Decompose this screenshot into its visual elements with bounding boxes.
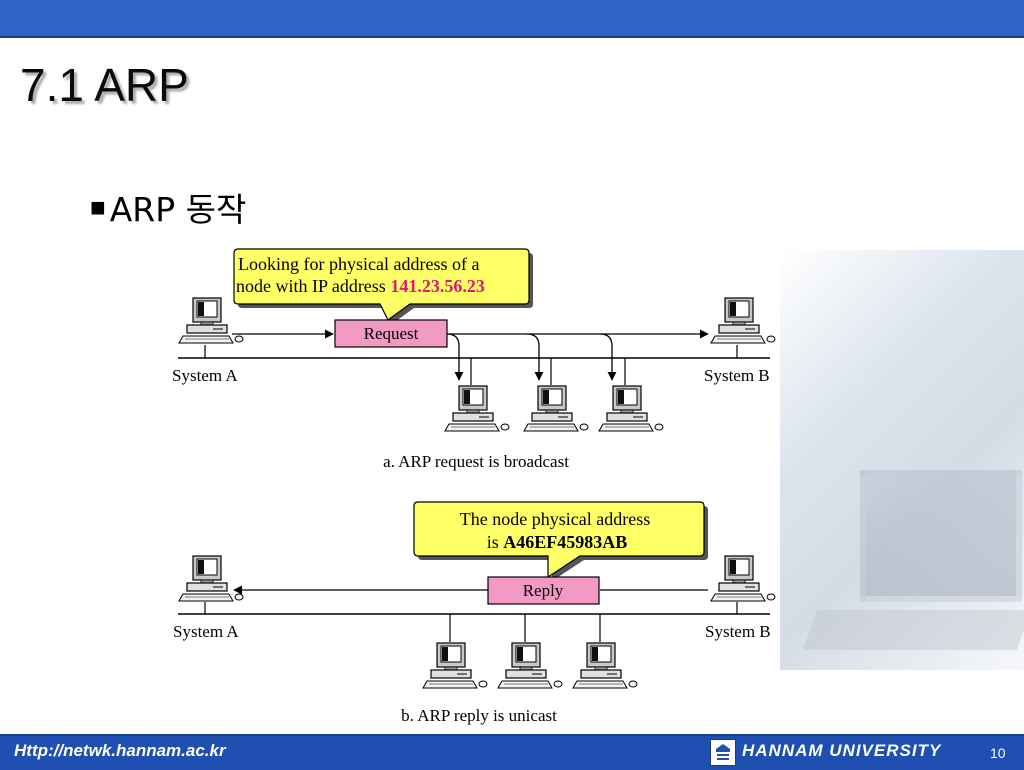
reply-callout-line2: is (487, 532, 504, 552)
svg-text:node with IP address 141.23.56: node with IP address 141.23.56.23 (236, 276, 485, 296)
page-number: 10 (990, 745, 1006, 761)
bullet-text: ARP 동작 (109, 190, 247, 229)
system-b-label: System B (704, 366, 770, 385)
request-callout-line1: Looking for physical address of a (238, 254, 479, 274)
svg-text:is A46EF45983AB: is A46EF45983AB (487, 532, 628, 552)
footer-bar (0, 734, 1024, 770)
reply-mac-address: A46EF45983AB (503, 532, 627, 552)
request-packet-label: Request (364, 324, 419, 343)
system-b-computer (710, 297, 776, 344)
arp-diagram: Looking for physical address of a node w… (172, 248, 776, 725)
background-monitor-image (860, 470, 1022, 602)
request-target-ip: 141.23.56.23 (390, 276, 485, 296)
reply-packet (487, 576, 600, 605)
system-a-computer (178, 297, 244, 344)
request-packet (334, 319, 448, 348)
bullet-item: ■ ARP 동작 (90, 183, 246, 231)
system-a-computer-b (178, 555, 244, 602)
reply-packet-label: Reply (523, 581, 564, 600)
system-a-label-b: System A (173, 622, 239, 641)
system-b-computer-b (710, 555, 776, 602)
university-logo-icon (710, 739, 736, 766)
request-callout (233, 248, 530, 321)
background-decoration (780, 250, 1024, 670)
slide-title: 7.1 ARP (20, 59, 189, 111)
system-a-label: System A (172, 366, 238, 385)
reply-callout-line1: The node physical address (460, 509, 650, 529)
bullet-square-icon: ■ (90, 191, 106, 222)
diagram-a: Looking for physical address of a node w… (172, 248, 776, 471)
diagram-b: The node physical address is A46EF45983A… (173, 501, 776, 725)
request-callout-line2: node with IP address (236, 276, 390, 296)
header-bar (0, 0, 1024, 38)
reply-callout (413, 501, 705, 579)
footer-url: Http://netwk.hannam.ac.kr (14, 741, 226, 760)
lan-computer-a3 (598, 385, 664, 432)
university-name: HANNAM UNIVERSITY (742, 741, 942, 760)
lan-computer-b3 (572, 642, 638, 689)
system-b-label-b: System B (705, 622, 771, 641)
caption-b: b. ARP reply is unicast (401, 706, 557, 725)
lan-computer-b2 (497, 642, 563, 689)
lan-computer-a2 (523, 385, 589, 432)
lan-computer-b1 (422, 642, 488, 689)
lan-computer-a1 (444, 385, 510, 432)
caption-a: a. ARP request is broadcast (383, 452, 569, 471)
